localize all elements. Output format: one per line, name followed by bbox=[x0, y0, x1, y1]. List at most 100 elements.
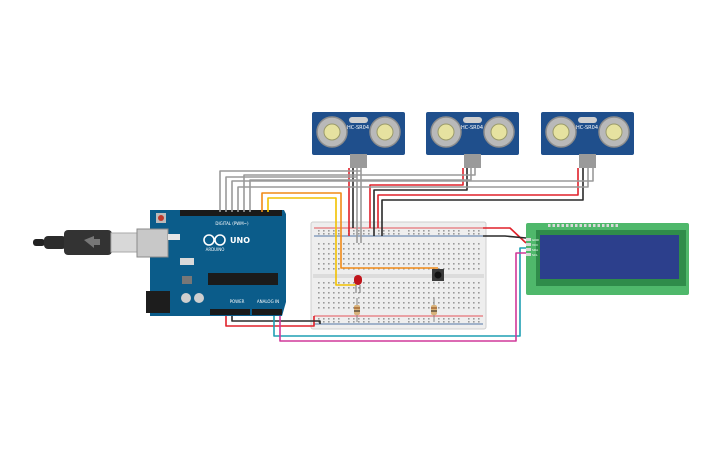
resistor-2-body[interactable] bbox=[431, 305, 437, 315]
breadboard-hole bbox=[358, 230, 360, 232]
breadboard-hole bbox=[413, 297, 415, 299]
breadboard-hole bbox=[378, 287, 380, 289]
breadboard-hole bbox=[353, 292, 355, 294]
breadboard-hole bbox=[343, 297, 345, 299]
breadboard-hole bbox=[468, 248, 470, 250]
power-header[interactable] bbox=[210, 309, 250, 315]
breadboard-hole bbox=[423, 307, 425, 309]
ultrasonic-sensor-1[interactable]: HC-SR04 bbox=[312, 112, 405, 168]
breadboard-hole bbox=[473, 248, 475, 250]
breadboard-hole bbox=[408, 230, 410, 232]
breadboard-hole bbox=[358, 318, 360, 320]
breadboard-hole bbox=[383, 287, 385, 289]
wire-yellow[interactable] bbox=[267, 197, 356, 286]
breadboard-hole bbox=[453, 243, 455, 245]
lcd-i2c-pin[interactable] bbox=[526, 253, 531, 256]
arduino-uno[interactable]: DIGITAL (PWM~) UNO ARDUINO POWER ANALOG … bbox=[136, 210, 286, 316]
breadboard-hole bbox=[393, 248, 395, 250]
wire-red[interactable] bbox=[377, 168, 579, 228]
lcd-i2c-pins[interactable] bbox=[526, 238, 531, 256]
breadboard-hole bbox=[448, 297, 450, 299]
wire-black[interactable] bbox=[381, 168, 584, 236]
pushbutton-cap[interactable] bbox=[434, 271, 442, 279]
breadboard-hole bbox=[458, 233, 460, 235]
wire-gray[interactable] bbox=[249, 168, 472, 212]
wire-black[interactable] bbox=[373, 168, 468, 236]
breadboard-hole bbox=[463, 263, 465, 265]
lcd-i2c-pin[interactable] bbox=[526, 248, 531, 251]
lcd-i2c-pin[interactable] bbox=[526, 238, 531, 241]
wire-magenta[interactable] bbox=[279, 252, 526, 342]
breadboard-hole bbox=[473, 233, 475, 235]
ultrasonic-sensor-2[interactable]: HC-SR04 bbox=[426, 112, 519, 168]
breadboard-hole bbox=[438, 258, 440, 260]
breadboard-hole bbox=[478, 233, 480, 235]
breadboard-hole bbox=[468, 268, 470, 270]
sensor-pin-header[interactable] bbox=[579, 154, 596, 168]
breadboard-hole bbox=[408, 263, 410, 265]
lcd-header-pin bbox=[557, 224, 560, 227]
breadboard-hole bbox=[388, 297, 390, 299]
wire-gray[interactable] bbox=[243, 168, 476, 212]
lcd-top-pins bbox=[548, 224, 618, 227]
wire-gray[interactable] bbox=[237, 168, 589, 212]
breadboard-hole bbox=[323, 292, 325, 294]
breadboard-hole bbox=[373, 302, 375, 304]
breadboard-hole bbox=[448, 307, 450, 309]
breadboard-hole bbox=[338, 233, 340, 235]
breadboard-hole bbox=[458, 287, 460, 289]
red-led[interactable] bbox=[354, 275, 362, 293]
arduino-board[interactable] bbox=[150, 210, 286, 316]
wire-teal[interactable] bbox=[273, 247, 526, 337]
breadboard-hole bbox=[463, 243, 465, 245]
led-body[interactable] bbox=[354, 275, 362, 285]
usb-cable-tail bbox=[33, 239, 45, 246]
reset-button-cap[interactable] bbox=[158, 215, 164, 221]
digital-header[interactable] bbox=[180, 210, 282, 216]
lcd-display[interactable]: GND VCC SDA SCL bbox=[526, 223, 689, 295]
breadboard-hole bbox=[423, 292, 425, 294]
breadboard-hole bbox=[463, 282, 465, 284]
breadboard-hole bbox=[323, 307, 325, 309]
wire-gray[interactable] bbox=[225, 176, 357, 212]
breadboard-hole bbox=[373, 307, 375, 309]
breadboard-hole bbox=[353, 248, 355, 250]
breadboard-hole bbox=[398, 282, 400, 284]
breadboard-hole bbox=[363, 318, 365, 320]
breadboard-hole bbox=[323, 258, 325, 260]
breadboard-hole bbox=[383, 321, 385, 323]
pushbutton[interactable] bbox=[432, 269, 444, 281]
breadboard-hole bbox=[418, 302, 420, 304]
breadboard-hole bbox=[453, 253, 455, 255]
wire-red[interactable] bbox=[369, 168, 464, 228]
breadboard-hole bbox=[398, 258, 400, 260]
wire-gray[interactable] bbox=[219, 170, 361, 212]
breadboard-hole bbox=[383, 307, 385, 309]
resistor-1[interactable] bbox=[354, 298, 360, 322]
wire-orange[interactable] bbox=[261, 192, 438, 269]
analog-header[interactable] bbox=[252, 309, 282, 315]
ultrasonic-sensor-3[interactable]: HC-SR04 bbox=[541, 112, 634, 168]
wire-black[interactable] bbox=[483, 235, 527, 239]
breadboard-hole bbox=[448, 302, 450, 304]
breadboard-hole bbox=[418, 297, 420, 299]
resistor-1-body[interactable] bbox=[354, 305, 360, 315]
breadboard-hole bbox=[433, 243, 435, 245]
breadboard-hole bbox=[383, 302, 385, 304]
sensor-pin-header[interactable] bbox=[464, 154, 481, 168]
wire-gray[interactable] bbox=[231, 168, 594, 212]
sensor-pin-header[interactable] bbox=[350, 154, 367, 168]
breadboard-holes bbox=[318, 230, 480, 323]
breadboard-hole bbox=[458, 292, 460, 294]
breadboard-hole bbox=[468, 253, 470, 255]
breadboard-hole bbox=[423, 233, 425, 235]
breadboard-hole bbox=[428, 321, 430, 323]
breadboard-hole bbox=[398, 233, 400, 235]
breadboard-hole bbox=[448, 282, 450, 284]
breadboard-hole bbox=[328, 268, 330, 270]
breadboard[interactable] bbox=[310, 221, 487, 330]
wire-black[interactable] bbox=[231, 316, 321, 324]
breadboard-hole bbox=[403, 287, 405, 289]
lcd-i2c-pin[interactable] bbox=[526, 243, 531, 246]
resistor-2[interactable] bbox=[431, 298, 437, 322]
